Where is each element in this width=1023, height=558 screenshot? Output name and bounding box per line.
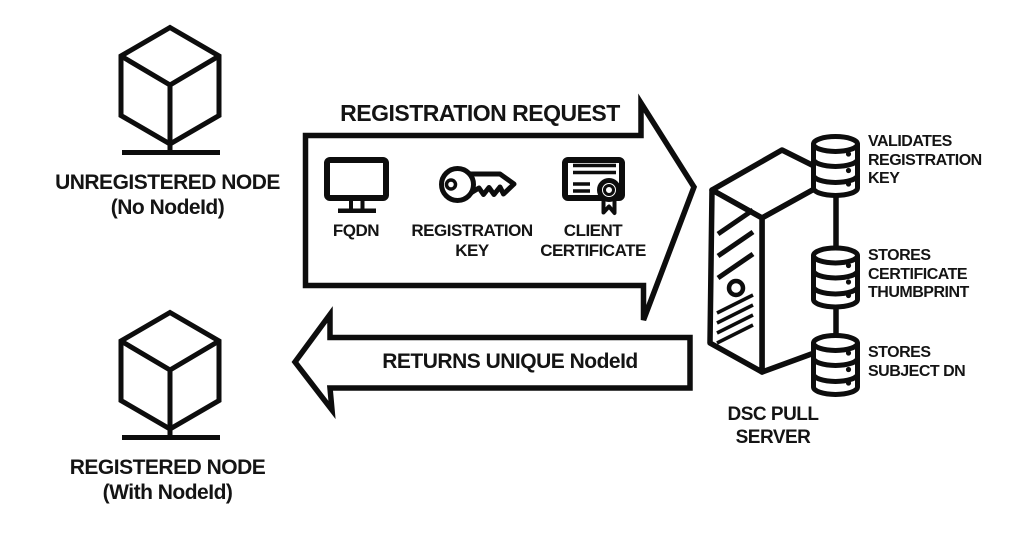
database-icon xyxy=(811,333,860,397)
registered-node-label: REGISTERED NODE (With NodeId) xyxy=(25,455,310,505)
dsc-pull-server-label-line1: DSC PULL xyxy=(727,404,820,425)
registered-node-subtitle: (With NodeId) xyxy=(102,481,233,504)
db2-line1: STORES xyxy=(868,247,931,264)
database-icon xyxy=(811,245,860,310)
registration-key-label-line1: REGISTRATION xyxy=(411,221,533,240)
dsc-pull-server-label: DSC PULL SERVER xyxy=(700,403,846,449)
unregistered-node-title: UNREGISTERED NODE xyxy=(55,171,280,194)
db-label-stores-certificate-thumbprint: STORES CERTIFICATE THUMBPRINT xyxy=(868,247,1018,303)
request-arrow-title: REGISTRATION REQUEST xyxy=(340,100,620,126)
return-arrow-shape xyxy=(291,306,693,420)
certificate-icon xyxy=(562,157,625,215)
client-certificate-label-line2: CERTIFICATE xyxy=(540,241,646,260)
registered-node-title: REGISTERED NODE xyxy=(69,456,266,479)
db3-line2: SUBJECT DN xyxy=(868,362,966,380)
node-cube-icon xyxy=(118,24,222,155)
registration-key-label: REGISTRATION KEY xyxy=(402,221,542,261)
db1-line2: REGISTRATION xyxy=(868,151,982,169)
fqdn-label-line: FQDN xyxy=(332,221,380,240)
dsc-pull-server-label-line2: SERVER xyxy=(735,427,811,448)
key-icon xyxy=(439,166,517,203)
fqdn-label: FQDN xyxy=(306,221,406,241)
db1-line1: VALIDATES xyxy=(868,133,952,150)
return-arrow-label: RETURNS UNIQUE NodeId xyxy=(382,350,638,373)
registration-key-label-line2: KEY xyxy=(455,241,489,260)
unregistered-node-subtitle: (No NodeId) xyxy=(110,196,225,219)
db2-line2: CERTIFICATE xyxy=(868,265,968,283)
database-icon xyxy=(811,134,860,198)
node-cube-icon xyxy=(118,309,222,440)
db-label-stores-subject-dn: STORES SUBJECT DN xyxy=(868,344,1018,381)
unregistered-node-label: UNREGISTERED NODE (No NodeId) xyxy=(25,170,310,220)
db1-line3: KEY xyxy=(868,170,900,187)
monitor-icon xyxy=(324,157,389,214)
client-certificate-label: CLIENT CERTIFICATE xyxy=(523,221,663,261)
client-certificate-label-line1: CLIENT xyxy=(563,221,623,240)
db3-line1: STORES xyxy=(868,344,931,361)
server-tower-icon xyxy=(707,147,839,375)
db-label-validates-registration-key: VALIDATES REGISTRATION KEY xyxy=(868,133,1018,189)
db2-line3: THUMBPRINT xyxy=(868,284,969,301)
